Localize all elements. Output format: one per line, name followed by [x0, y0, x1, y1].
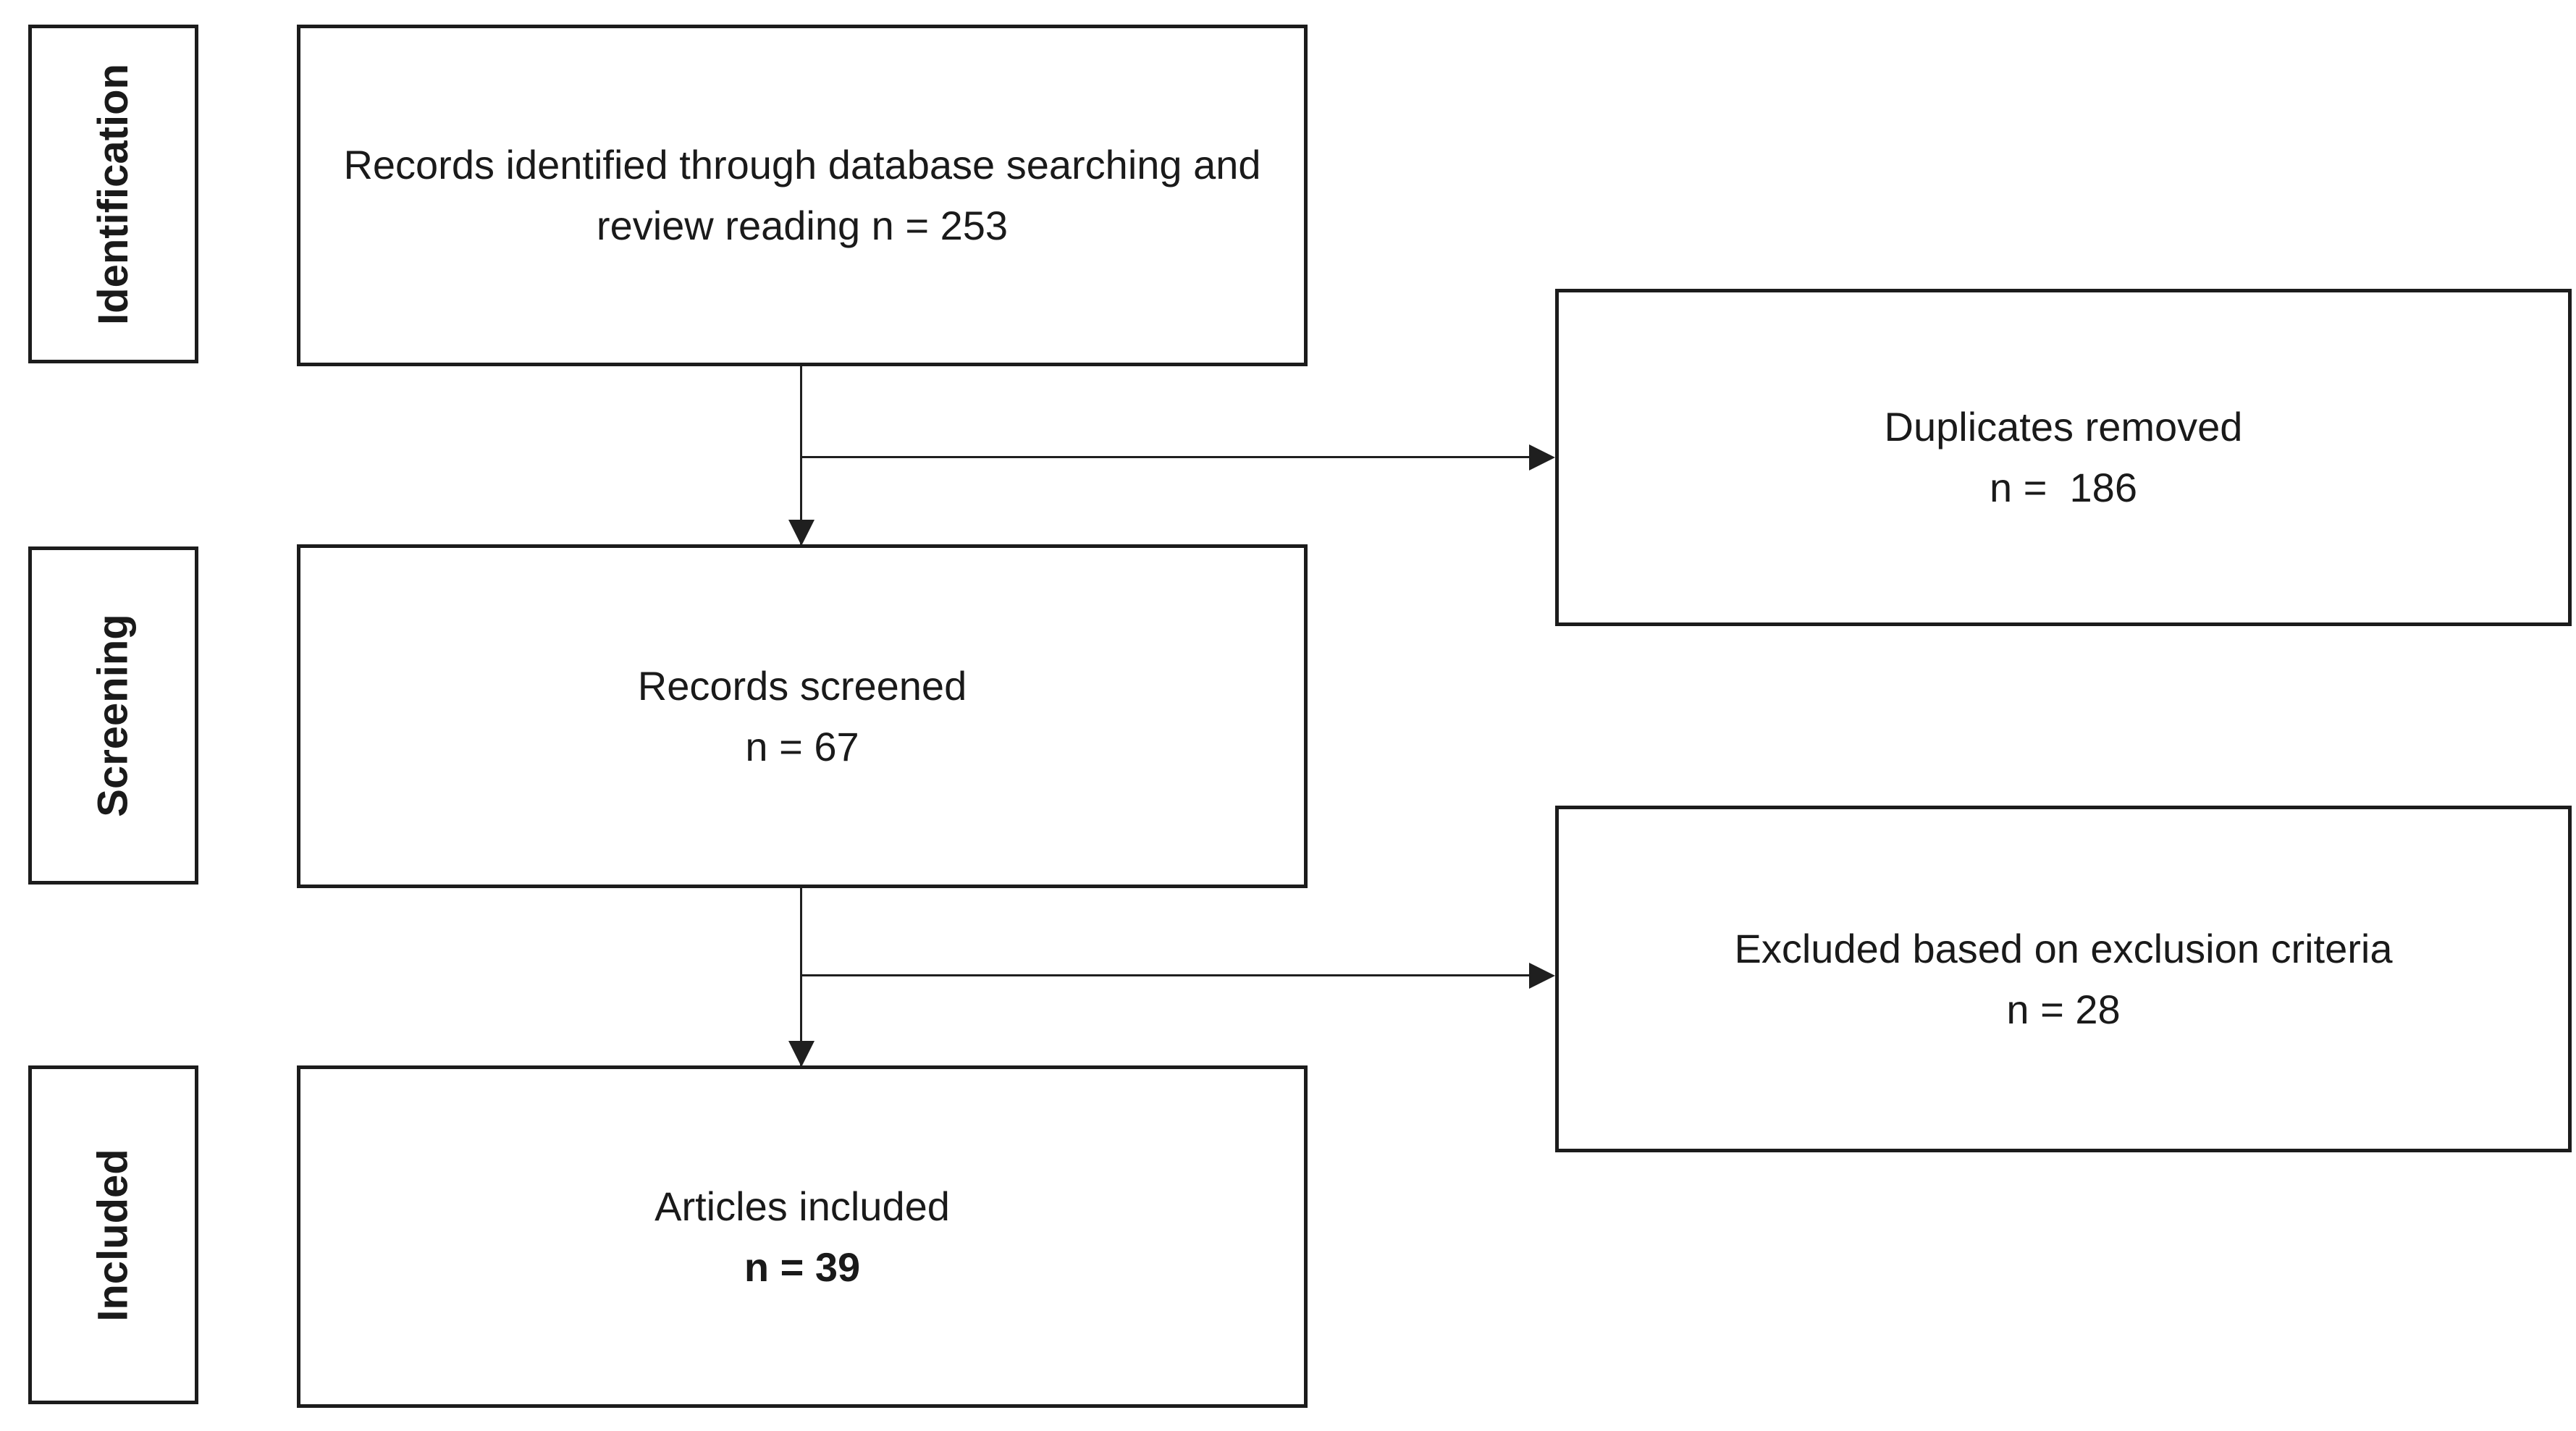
box-records-identified: Records identified through database sear…	[297, 25, 1308, 366]
arrow-down-to-records-screened-icon	[788, 520, 815, 546]
records-identified-text-line1: Records identified through database sear…	[343, 142, 1261, 187]
records-identified-text-line2: review reading n = 253	[596, 203, 1009, 248]
connector-identified-to-screened-line	[800, 366, 802, 544]
records-screened-count: n = 67	[745, 723, 859, 769]
box-duplicates-removed: Duplicates removed n = 186	[1555, 289, 2572, 626]
connector-to-duplicates-removed-line	[801, 456, 1533, 458]
stage-box-identification: Identification	[28, 25, 198, 363]
stage-box-included: Included	[28, 1065, 198, 1404]
box-records-screened: Records screened n = 67	[297, 544, 1308, 888]
excluded-count: n = 28	[2006, 986, 2121, 1032]
connector-to-excluded-line	[801, 974, 1533, 976]
stage-box-screening: Screening	[28, 546, 198, 885]
articles-included-text: Articles included	[654, 1183, 950, 1229]
box-excluded: Excluded based on exclusion criteria n =…	[1555, 806, 2572, 1152]
stage-label-identification: Identification	[90, 63, 138, 325]
excluded-text: Excluded based on exclusion criteria	[1734, 925, 2393, 971]
connector-screened-to-included-line	[800, 888, 802, 1065]
arrow-down-to-articles-included-icon	[788, 1041, 815, 1067]
articles-included-count: n = 39	[744, 1244, 861, 1290]
stage-label-screening: Screening	[90, 614, 137, 817]
duplicates-removed-count: n = 186	[1990, 465, 2137, 510]
arrow-right-to-duplicates-removed-icon	[1529, 444, 1555, 470]
stage-label-included: Included	[90, 1148, 137, 1322]
records-screened-text: Records screened	[637, 662, 967, 709]
arrow-right-to-excluded-icon	[1529, 963, 1555, 989]
box-articles-included: Articles included n = 39	[297, 1065, 1308, 1408]
duplicates-removed-text: Duplicates removed	[1884, 404, 2243, 449]
